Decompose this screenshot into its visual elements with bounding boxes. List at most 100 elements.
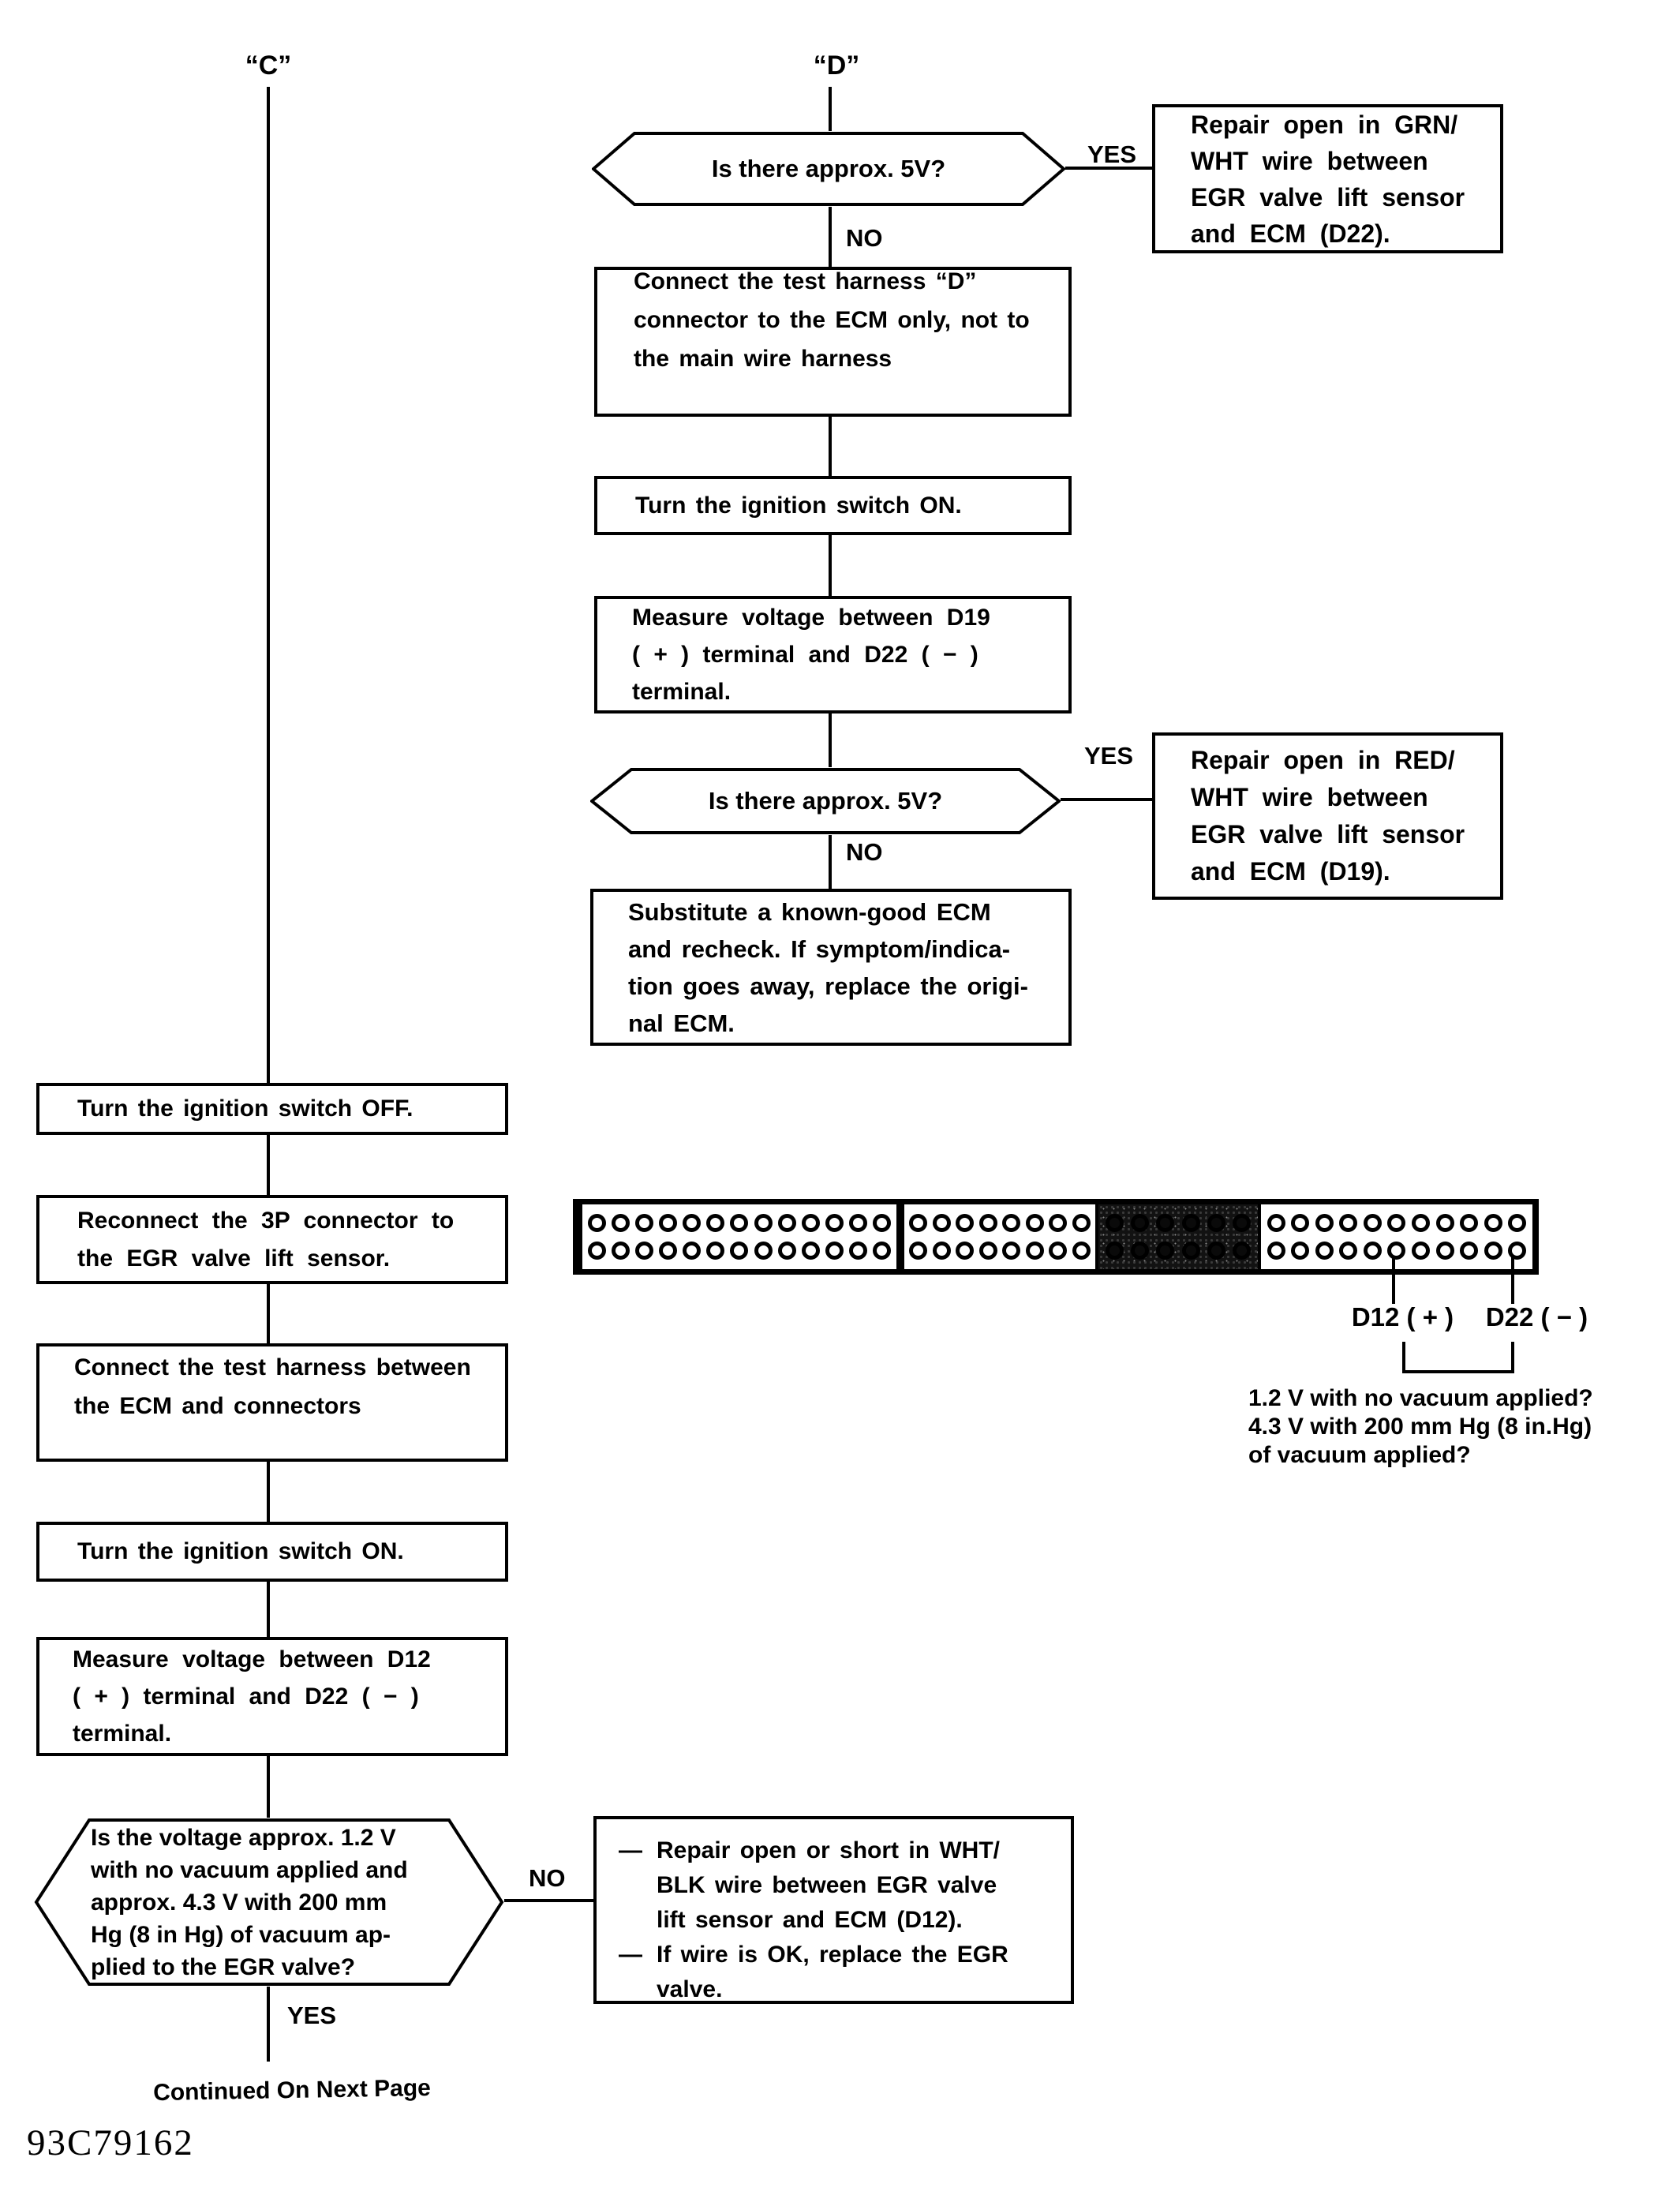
connector-pin-row: [1098, 1242, 1258, 1260]
pin-circle: [1207, 1242, 1225, 1260]
pin-circle: [1207, 1214, 1225, 1232]
connector-pin-row: [1098, 1214, 1258, 1232]
pin-circle: [909, 1214, 928, 1232]
result-text: Substitute a known-good ECM and recheck.…: [628, 897, 1028, 1037]
list-item: — If wire is OK, replace the EGR valve.: [619, 1938, 1008, 2007]
pin-circle: [777, 1214, 796, 1232]
pin-circle: [1131, 1242, 1150, 1260]
action-text: Turn the ignition switch ON.: [77, 1538, 404, 1564]
pin-circle: [1002, 1214, 1021, 1232]
pin-circle: [1387, 1242, 1406, 1260]
dash-icon: —: [619, 1837, 642, 1863]
voltage-check-caption: 1.2 V with no vacuum applied? 4.3 V with…: [1248, 1385, 1593, 1468]
connector-pin-row: [1261, 1242, 1532, 1260]
pin-circle: [1232, 1242, 1251, 1260]
pin-circle: [1315, 1214, 1334, 1232]
pin-circle: [754, 1214, 773, 1232]
no-line-3: [504, 1899, 593, 1902]
pin-circle: [978, 1214, 997, 1232]
connector-pin-row: [1261, 1214, 1532, 1232]
pin-circle: [612, 1242, 630, 1260]
action-text: Measure voltage between D12 ( + ) termin…: [73, 1646, 431, 1747]
pin-circle: [1508, 1214, 1527, 1232]
action-text: Measure voltage between D19 ( + ) termin…: [632, 605, 990, 705]
action-text: Turn the ignition switch ON.: [635, 492, 962, 519]
pin-circle: [956, 1214, 975, 1232]
pin-circle: [683, 1242, 702, 1260]
list-item-text: If wire is OK, replace the EGR valve.: [657, 1942, 1008, 2002]
dash-icon: —: [619, 1942, 642, 1968]
pin-circle: [1232, 1214, 1251, 1232]
yes-label-2: YES: [1084, 742, 1134, 770]
pin-circle: [932, 1214, 951, 1232]
continued-note: Continued On Next Page: [152, 2074, 432, 2107]
connector-section-b: [904, 1204, 1095, 1269]
pin-circle: [659, 1242, 678, 1260]
no-label-2: NO: [846, 838, 883, 866]
flow-line-d-5: [829, 713, 832, 767]
pin-circle: [1267, 1214, 1285, 1232]
pin-circle: [1049, 1214, 1068, 1232]
ecm-connector-diagram: [573, 1199, 1539, 1275]
flow-line-d-2: [829, 207, 832, 267]
yes-label-3: YES: [287, 2002, 337, 2029]
no-label-1: NO: [846, 224, 883, 252]
pin-label-d22: D22 ( − ): [1485, 1302, 1588, 1331]
pin-circle: [1363, 1242, 1382, 1260]
pin-circle: [801, 1242, 820, 1260]
pin-circle: [1484, 1214, 1502, 1232]
result-box-substitute-ecm: Substitute a known-good ECM and recheck.…: [590, 889, 1072, 1046]
pin-circle: [1387, 1214, 1406, 1232]
yes-line-1: [1065, 167, 1152, 170]
flow-line-d-3: [829, 417, 832, 476]
flow-line-c-4: [267, 1462, 270, 1522]
connector-pin-row: [904, 1214, 1095, 1232]
decision-text: Is there approx. 5V?: [711, 155, 946, 182]
pin-circle: [978, 1242, 997, 1260]
flow-line-c-6: [267, 1756, 270, 1818]
result-box-repair-wht-blk: — Repair open or short in WHT/ BLK wire …: [593, 1816, 1074, 2004]
action-text: Connect the test harness “D” connector t…: [634, 268, 1030, 372]
yes-line-2: [1061, 798, 1152, 801]
flow-line-c-7: [267, 1987, 270, 2062]
pin-circle: [706, 1214, 725, 1232]
connector-section-a: [582, 1204, 896, 1269]
connector-pin-row: [904, 1242, 1095, 1260]
pin-circle: [1315, 1242, 1334, 1260]
branch-d-label: “D”: [813, 51, 860, 81]
pin-circle: [848, 1242, 867, 1260]
pin-circle: [730, 1242, 749, 1260]
connector-section-d: [1261, 1204, 1532, 1269]
pin-circle: [635, 1214, 654, 1232]
pin-circle: [754, 1242, 773, 1260]
action-box-measure-d12: Measure voltage between D12 ( + ) termin…: [36, 1637, 508, 1756]
list-item: — Repair open or short in WHT/ BLK wire …: [619, 1833, 1000, 1938]
decision-text: Is there approx. 5V?: [708, 787, 943, 815]
pin-circle: [1131, 1214, 1150, 1232]
pin-circle: [1106, 1242, 1124, 1260]
pin-circle: [848, 1214, 867, 1232]
action-box-measure-d19: Measure voltage between D19 ( + ) termin…: [594, 596, 1072, 713]
branch-c-label: “C”: [245, 51, 292, 81]
pin-circle: [1412, 1242, 1431, 1260]
pin-callout-line-d12: [1392, 1257, 1395, 1304]
pin-circle: [1156, 1242, 1175, 1260]
result-box-repair-grn-wht: Repair open in GRN/ WHT wire between EGR…: [1152, 104, 1503, 253]
connector-pin-row: [582, 1214, 896, 1232]
pin-circle: [1156, 1214, 1175, 1232]
pin-label-d12: D12 ( + ): [1351, 1302, 1454, 1331]
hexagon-shape: [34, 1818, 504, 1986]
decision-text: Is the voltage approx. 1.2 V with no vac…: [91, 1824, 408, 1980]
pin-circle: [1181, 1242, 1200, 1260]
decision-approx-5v-2: Is there approx. 5V?: [590, 767, 1061, 835]
pin-circle: [1072, 1214, 1091, 1232]
pin-circle: [932, 1242, 951, 1260]
pin-circle: [1106, 1214, 1124, 1232]
action-box-ignition-on-d: Turn the ignition switch ON.: [594, 476, 1072, 535]
pin-circle: [909, 1242, 928, 1260]
action-box-ignition-off: Turn the ignition switch OFF.: [36, 1083, 508, 1135]
pin-circle: [635, 1242, 654, 1260]
flow-line-d-6: [829, 835, 832, 889]
pin-circle: [1072, 1242, 1091, 1260]
